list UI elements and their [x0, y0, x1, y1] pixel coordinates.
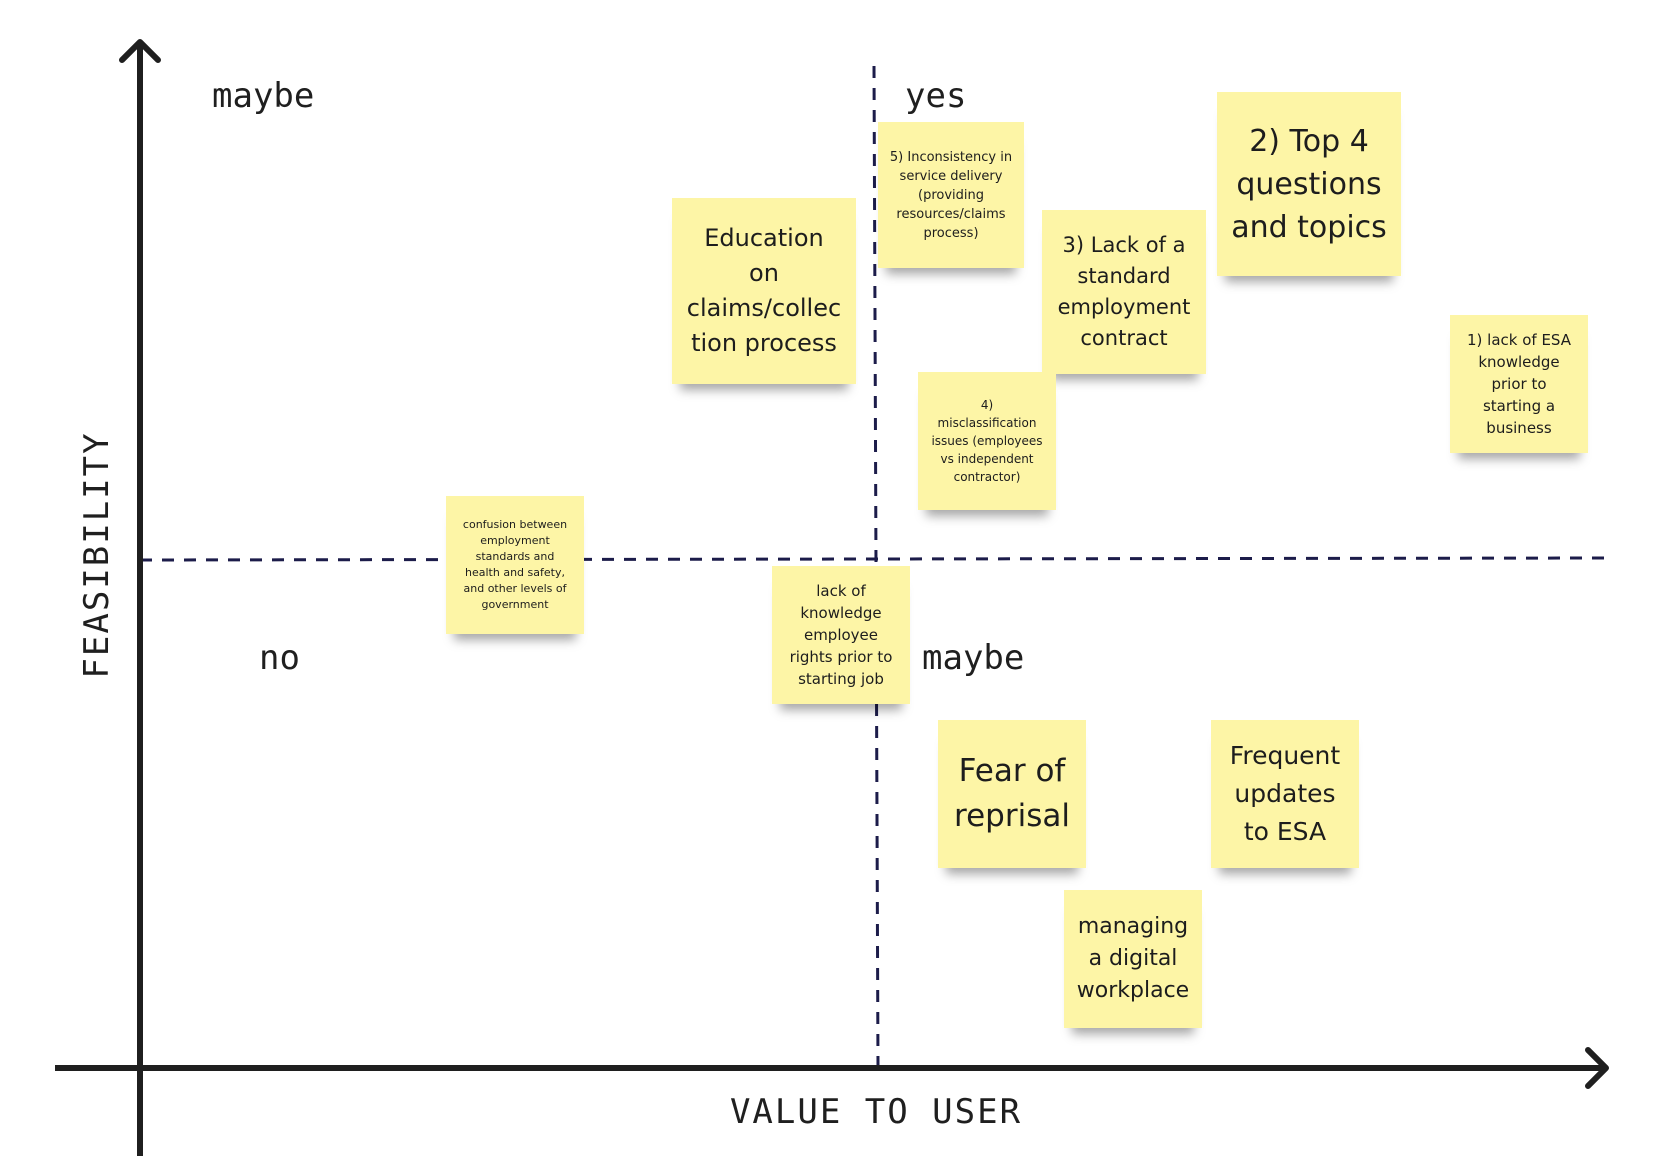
sticky-note-text: 1) lack of ESA knowledge prior to starti…	[1467, 331, 1571, 437]
sticky-note-text: Education on claims/collec tion process	[686, 224, 842, 357]
x-axis-arrowhead	[1585, 1047, 1609, 1089]
sticky-note[interactable]: Education on claims/collec tion process	[672, 198, 856, 384]
sticky-note[interactable]: 1) lack of ESA knowledge prior to starti…	[1450, 315, 1588, 453]
sticky-note[interactable]: 3) Lack of a standard employment contrac…	[1042, 210, 1206, 374]
sticky-note-text: 3) Lack of a standard employment contrac…	[1057, 233, 1191, 350]
sticky-note-text: managing a digital workplace	[1076, 914, 1190, 1003]
sticky-note[interactable]: Fear of reprisal	[938, 720, 1086, 868]
y-axis-arrowhead	[119, 39, 161, 63]
quadrant-label-top-left: maybe	[212, 76, 315, 116]
sticky-note[interactable]: Frequent updates to ESA	[1211, 720, 1359, 868]
horizontal-divider	[139, 556, 1605, 562]
sticky-note[interactable]: 2) Top 4 questions and topics	[1217, 92, 1401, 276]
sticky-note-text: Fear of reprisal	[954, 753, 1070, 834]
sticky-note[interactable]: managing a digital workplace	[1064, 890, 1202, 1028]
sticky-note[interactable]: lack of knowledge employee rights prior …	[772, 566, 910, 704]
sticky-note-text: confusion between employment standards a…	[462, 518, 568, 611]
sticky-note-text: 5) Inconsistency in service delivery (pr…	[889, 149, 1013, 241]
sticky-note-text: 2) Top 4 questions and topics	[1231, 123, 1387, 245]
quadrant-label-top-right: yes	[905, 76, 967, 116]
x-axis-title: VALUE TO USER	[729, 1092, 1023, 1132]
sticky-note-text: lack of knowledge employee rights prior …	[789, 582, 893, 688]
sticky-note-text: Frequent updates to ESA	[1229, 741, 1341, 846]
quadrant-label-bottom-right: maybe	[922, 638, 1025, 678]
y-axis-title: FEASIBILITY	[77, 431, 117, 679]
sticky-note[interactable]: 5) Inconsistency in service delivery (pr…	[878, 122, 1024, 268]
quadrant-label-bottom-left: no	[259, 638, 300, 678]
sticky-note[interactable]: 4) misclassification issues (employees v…	[918, 372, 1056, 510]
sticky-note-text: 4) misclassification issues (employees v…	[931, 398, 1043, 484]
sticky-note[interactable]: confusion between employment standards a…	[446, 496, 584, 634]
